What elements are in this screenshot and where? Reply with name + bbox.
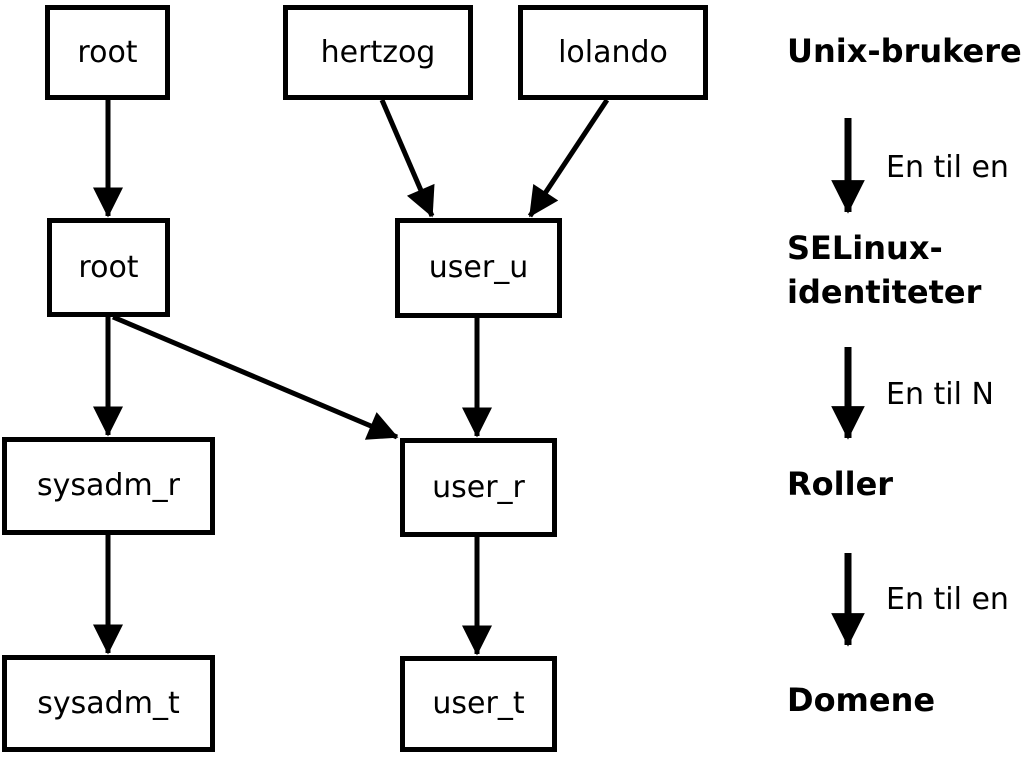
node-label: user_t <box>432 686 525 721</box>
node-selinux-identity-user-u: user_u <box>395 218 562 318</box>
node-unix-user-root: root <box>45 5 170 100</box>
node-role-sysadm-r: sysadm_r <box>2 437 215 535</box>
legend-relation-unix-to-selinux: En til en <box>886 150 1009 185</box>
node-label: user_u <box>428 250 529 285</box>
edge-selinux-root-to-role-user-r <box>112 314 399 440</box>
legend-heading-roles: Roller <box>787 465 894 503</box>
legend-heading-selinux-line1: SELinux- <box>787 229 943 267</box>
node-label: root <box>78 249 139 285</box>
legend-heading-selinux-identities: SELinux- identiteter <box>787 226 981 314</box>
edge-unix-lolando-to-selinux-user-u <box>527 98 610 218</box>
node-role-user-r: user_r <box>400 438 557 537</box>
node-label: sysadm_t <box>37 685 180 721</box>
node-unix-user-hertzog: hertzog <box>283 5 473 100</box>
node-domain-user-t: user_t <box>400 656 557 752</box>
legend-relation-selinux-to-roles: En til N <box>886 377 994 412</box>
node-label: root <box>77 34 138 70</box>
node-selinux-identity-root: root <box>47 218 170 317</box>
node-label: user_r <box>432 469 525 505</box>
legend-heading-selinux-line2: identiteter <box>787 273 982 311</box>
node-label: sysadm_r <box>37 468 180 503</box>
node-domain-sysadm-t: sysadm_t <box>2 655 215 752</box>
legend-relation-roles-to-domains: En til en <box>886 582 1009 617</box>
node-label: lolando <box>558 34 668 70</box>
edge-unix-hertzog-to-selinux-user-u <box>379 99 435 218</box>
legend-heading-domains: Domene <box>787 681 936 719</box>
node-label: hertzog <box>320 34 436 70</box>
legend-heading-unix-users: Unix-brukere <box>787 32 1022 70</box>
node-unix-user-lolando: lolando <box>518 5 708 100</box>
